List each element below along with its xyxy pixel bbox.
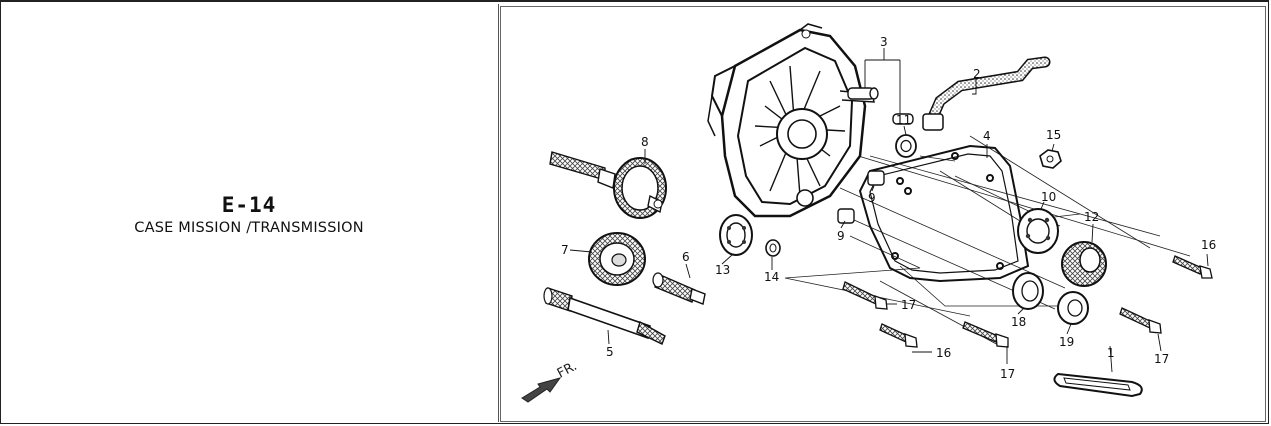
bearing-part-11 xyxy=(895,134,917,158)
callout-17-right: 17 xyxy=(1154,352,1169,366)
callout-3: 3 xyxy=(880,35,888,49)
callout-19: 19 xyxy=(1059,335,1074,349)
bolt-16-lower xyxy=(879,323,918,348)
title-panel: E-14 CASE MISSION /TRANSMISSION xyxy=(0,0,498,426)
needle-bearing-part-12 xyxy=(1061,241,1107,287)
callout-17-center: 17 xyxy=(1000,367,1015,381)
bolt-17-center xyxy=(962,321,1009,348)
callout-7: 7 xyxy=(561,243,569,257)
section-title: CASE MISSION /TRANSMISSION xyxy=(134,220,364,236)
callout-2: 2 xyxy=(973,67,981,81)
dowel-part-9 xyxy=(837,170,885,224)
callout-leaders xyxy=(569,48,1209,373)
callout-9-lower: 9 xyxy=(837,229,845,243)
gear-shaft-part-8 xyxy=(549,151,667,219)
callout-14: 14 xyxy=(764,270,779,284)
exploded-parts-diagram: FR. 3 2 4 8 10 12 11 15 9 xyxy=(521,23,1216,403)
bearing-part-10 xyxy=(1017,208,1059,254)
callout-11: 11 xyxy=(896,113,911,127)
callout-12: 12 xyxy=(1084,210,1099,224)
breather-tube-part-2 xyxy=(922,56,1051,131)
callout-17-left: 17 xyxy=(901,298,916,312)
callout-4: 4 xyxy=(983,129,991,143)
section-code: E-14 xyxy=(221,193,277,217)
front-direction-arrow: FR. xyxy=(521,359,580,403)
main-shaft-part-5 xyxy=(543,287,666,345)
callout-9-upper: 9 xyxy=(868,191,876,205)
bolt-16-upper-right xyxy=(1172,255,1213,279)
countershaft-part-6 xyxy=(652,272,706,305)
callout-5: 5 xyxy=(606,345,614,359)
gasket-part-4 xyxy=(858,144,1030,283)
case-mission-housing xyxy=(707,23,875,218)
callout-6: 6 xyxy=(682,250,690,264)
callout-10: 10 xyxy=(1041,190,1056,204)
final-gear-part-7 xyxy=(588,232,646,286)
callout-8: 8 xyxy=(641,135,649,149)
nut-part-15 xyxy=(1039,149,1062,169)
washer-part-14 xyxy=(765,239,781,257)
bearing-part-13 xyxy=(719,214,753,256)
callout-13: 13 xyxy=(715,263,730,277)
panel-divider xyxy=(498,4,499,422)
callout-16-lower: 16 xyxy=(936,346,951,360)
bolts xyxy=(842,255,1213,348)
callout-1: 1 xyxy=(1107,346,1115,360)
dowel-pins-part-3 xyxy=(847,87,914,125)
bolt-17-right xyxy=(1119,307,1162,334)
callout-18: 18 xyxy=(1011,315,1026,329)
callout-numbers: 3 2 4 8 10 12 11 15 9 9 6 7 5 13 14 16 1… xyxy=(561,35,1216,381)
bolt-17-left xyxy=(842,281,888,310)
drive-belt-part-1 xyxy=(1053,372,1143,398)
diagram-frame xyxy=(500,6,1266,422)
callout-15: 15 xyxy=(1046,128,1061,142)
callout-16-upper: 16 xyxy=(1201,238,1216,252)
bearing-part-19 xyxy=(1057,291,1089,325)
bearing-part-18 xyxy=(1012,272,1044,310)
